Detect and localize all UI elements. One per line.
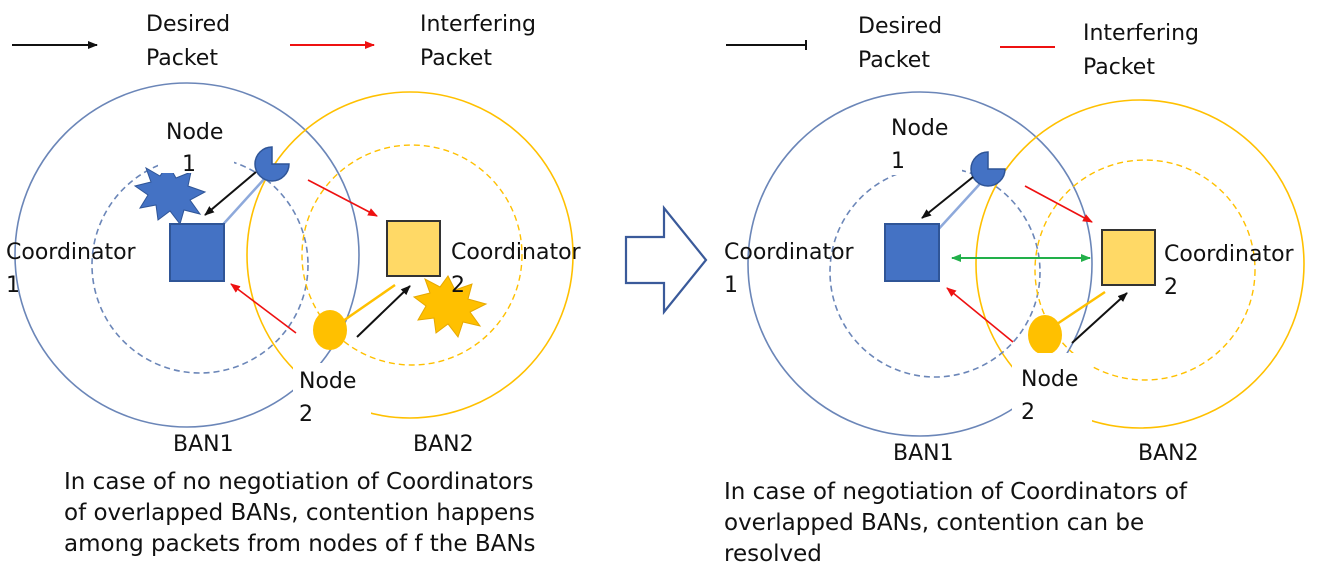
- node1-to-coordinator2-interfering-arrow: [1024, 185, 1093, 223]
- coordinator2-label-line1: Coordinator: [1164, 242, 1295, 267]
- coordinator1-square: [884, 223, 940, 282]
- legend-desired-label-line1: Desired: [146, 12, 230, 37]
- legend-interfering-label-line2: Packet: [1083, 55, 1155, 80]
- legend-interfering-label-line1: Interfering: [420, 12, 536, 37]
- node1-to-coordinator1-desired-arrow: [921, 176, 974, 219]
- legend-desired-label-line1: Desired: [858, 14, 942, 39]
- legend-interfering-label-line1: Interfering: [1083, 21, 1199, 46]
- ban1-inner-range-circle: [91, 156, 309, 374]
- left-panel: Desired Packet Interfering Packet: [6, 12, 582, 457]
- legend-interfering-label-line2: Packet: [420, 46, 492, 71]
- node1-circle: [254, 146, 290, 182]
- node2-to-coordinator2-desired-arrow: [356, 285, 411, 338]
- legend-desired-label-line2: Packet: [858, 48, 930, 73]
- node1-label-background: [884, 110, 962, 175]
- node2-to-coordinator2-desired-arrow: [1071, 292, 1128, 344]
- node2-to-coordinator1-interfering-arrow: [230, 283, 297, 334]
- collision-burst-icon: [412, 275, 488, 339]
- ban1-outer-range-circle: [747, 91, 1093, 437]
- right-caption-line: In case of negotiation of Coordinators o…: [724, 479, 1188, 505]
- node1-label-line1: Node: [891, 116, 948, 141]
- legend-desired-label-line2: Packet: [146, 46, 218, 71]
- node1-label-line2: 1: [182, 152, 196, 177]
- node2-label-line1: Node: [1021, 367, 1078, 392]
- ban1-label: BAN1: [173, 432, 234, 457]
- node2-circle: [313, 310, 347, 350]
- coordinator1-label-line1: Coordinator: [6, 240, 137, 265]
- left-legend: Desired Packet Interfering Packet: [12, 12, 536, 71]
- ban2-inner-range-circle: [301, 144, 523, 366]
- ban2-label: BAN2: [1138, 441, 1199, 466]
- node1-circle: [970, 151, 1006, 187]
- right-legend: Desired Packet Interfering Packet: [726, 14, 1199, 80]
- ban2-label: BAN2: [413, 432, 474, 457]
- collision-burst-icon: [133, 163, 207, 226]
- node1-link-line: [934, 174, 989, 234]
- left-caption-line: among packets from nodes of f the BANs: [64, 531, 536, 557]
- node2-label-background: [1012, 353, 1092, 427]
- right-caption-line: overlapped BANs, contention can be: [724, 510, 1145, 536]
- right-caption: In case of negotiation of Coordinators o…: [724, 477, 1284, 570]
- node2-label-line1: Node: [299, 369, 356, 394]
- node1-label-background: [158, 115, 234, 173]
- coordinator2-label-line1: Coordinator: [451, 240, 582, 265]
- left-caption-line: of overlapped BANs, contention happens: [64, 500, 535, 526]
- node2-label-line2: 2: [299, 402, 313, 427]
- coordinator1-square: [169, 223, 225, 282]
- coordinator2-label-line2: 2: [1164, 275, 1178, 300]
- node2-label-background: [293, 363, 371, 429]
- left-caption-line: In case of no negotiation of Coordinator…: [64, 469, 534, 495]
- node2-circle: [1028, 315, 1062, 355]
- coordinator2-square: [1101, 229, 1156, 286]
- coordinator2-label-line2: 2: [451, 273, 465, 298]
- node1-to-coordinator2-interfering-arrow: [307, 179, 378, 217]
- node1-label-line1: Node: [166, 120, 223, 145]
- node1-label-line2: 1: [891, 149, 905, 174]
- coordinator1-label-line2: 1: [724, 273, 738, 298]
- ban1-outer-range-circle: [14, 82, 360, 428]
- node2-to-coordinator1-interfering-arrow: [946, 287, 1014, 343]
- ban2-inner-range-circle: [1034, 159, 1256, 381]
- right-panel: Desired Packet Interfering Packet: [724, 14, 1305, 466]
- right-block-arrow-icon: [624, 204, 708, 316]
- coordinator1-label-line2: 1: [6, 273, 20, 298]
- node1-to-coordinator1-desired-arrow: [204, 171, 257, 216]
- coordinator1-label-line1: Coordinator: [724, 240, 855, 265]
- coordinator2-square: [386, 220, 441, 277]
- left-caption: In case of no negotiation of Coordinator…: [64, 467, 624, 560]
- ban2-outer-range-circle: [246, 91, 574, 419]
- ban2-outer-range-circle: [975, 99, 1305, 429]
- node2-label-line2: 2: [1021, 400, 1035, 425]
- ban1-label: BAN1: [893, 441, 954, 466]
- right-caption-line: resolved: [724, 541, 822, 567]
